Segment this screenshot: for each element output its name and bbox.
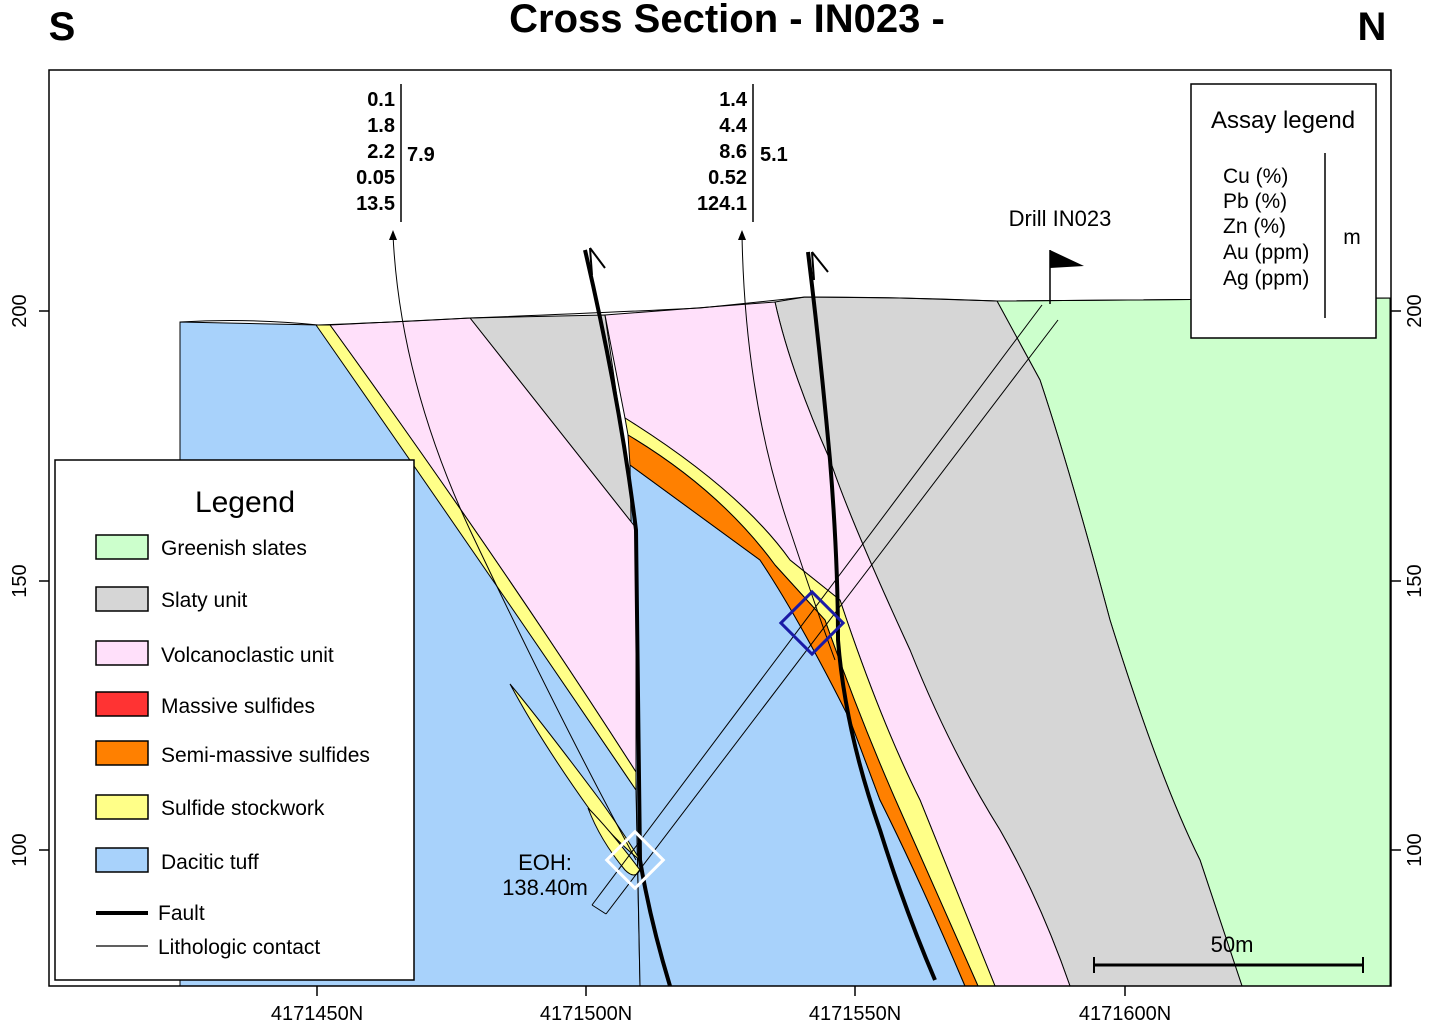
fault-west-arrow-icon <box>589 247 606 276</box>
assay-central-length: 5.1 <box>760 144 788 166</box>
drill-hole-trace <box>591 304 1059 915</box>
geology-units <box>179 296 1391 987</box>
section-title: Cross Section - IN023 - <box>509 0 945 41</box>
scale-bar: 50m <box>1093 932 1364 973</box>
legend-label-contact: Lithologic contact <box>158 936 320 959</box>
fault-west <box>583 249 672 987</box>
legend-label-fault: Fault <box>158 902 205 925</box>
drill-projection-west <box>392 234 637 861</box>
assay-west-cu: 0.1 <box>367 89 395 111</box>
assay-pointer-west <box>389 230 397 240</box>
assay-legend-cu: Cu (%) <box>1223 165 1288 188</box>
assay-legend: Assay legend Cu (%) Pb (%) Zn (%) Au (pp… <box>1190 83 1377 339</box>
legend-swatch-sulfide-stockwork <box>95 794 149 820</box>
legend-title: Legend <box>195 486 295 519</box>
y-axis-right <box>1391 310 1401 851</box>
legend-swatch-volcanoclastic-unit <box>95 640 149 666</box>
y-tick-label-left: 150 <box>9 564 31 597</box>
assay-west-pb: 1.8 <box>367 115 395 137</box>
assay-block-west: 0.1 1.8 2.2 0.05 13.5 7.9 <box>356 84 435 222</box>
assay-legend-zn: Zn (%) <box>1223 215 1286 238</box>
y-axis-left <box>39 310 49 851</box>
assay-west-zn: 2.2 <box>367 141 395 163</box>
legend-label-semi-massive-sulfides: Semi-massive sulfides <box>161 744 370 767</box>
legend-swatch-semi-massive-sulfides <box>95 740 149 766</box>
assay-west-au: 0.05 <box>356 167 395 189</box>
legend: Legend Greenish slates Slaty unit Volcan… <box>54 459 415 981</box>
end-of-hole-marker-white <box>604 829 666 891</box>
y-tick-label-left: 100 <box>9 833 31 866</box>
assay-legend-au: Au (ppm) <box>1223 241 1309 264</box>
legend-label-greenish-slates: Greenish slates <box>161 537 307 560</box>
assay-west-ag: 13.5 <box>356 193 395 215</box>
legend-label-dacitic-tuff: Dacitic tuff <box>161 851 259 874</box>
assay-pointer-central <box>738 230 746 240</box>
drill-flag-icon <box>1049 250 1084 304</box>
assay-legend-ag: Ag (ppm) <box>1223 267 1309 290</box>
unit-sulfide-stockwork-west <box>315 324 637 792</box>
legend-label-sulfide-stockwork: Sulfide stockwork <box>161 797 325 820</box>
topographic-surface <box>179 296 1391 326</box>
assay-pointer-arrows <box>389 230 746 240</box>
faults <box>583 249 937 987</box>
fault-central <box>806 251 937 981</box>
intersection-marker-blue <box>778 589 846 657</box>
lithologic-contacts <box>392 234 836 861</box>
x-tick-label: 4171550N <box>809 1003 901 1024</box>
drill-label: Drill IN023 <box>1009 206 1112 231</box>
legend-swatch-greenish-slates <box>95 534 149 560</box>
eoh-label: EOH: <box>518 850 572 875</box>
assay-central-pb: 4.4 <box>719 115 748 137</box>
fault-arrows <box>589 247 829 281</box>
assay-central-ag: 124.1 <box>697 193 747 215</box>
legend-label-massive-sulfides: Massive sulfides <box>161 695 315 718</box>
legend-swatch-massive-sulfides <box>95 691 149 717</box>
assay-legend-pb: Pb (%) <box>1223 190 1287 213</box>
legend-label-volcanoclastic-unit: Volcanoclastic unit <box>161 644 334 667</box>
y-tick-label-right: 200 <box>1404 294 1426 327</box>
scale-bar-label: 50m <box>1211 932 1254 957</box>
direction-south-label: S <box>49 5 76 49</box>
assay-central-au: 0.52 <box>708 167 747 189</box>
direction-north-label: N <box>1358 5 1387 49</box>
assay-legend-title: Assay legend <box>1211 107 1355 134</box>
legend-swatch-dacitic-tuff <box>95 847 149 873</box>
y-tick-label-right: 150 <box>1404 564 1426 597</box>
assay-west-length: 7.9 <box>407 144 435 166</box>
x-tick-label: 4171500N <box>540 1003 632 1024</box>
x-tick-label: 4171450N <box>271 1003 363 1024</box>
x-axis <box>316 986 1126 996</box>
legend-swatch-slaty-unit <box>95 586 149 612</box>
unit-semi-massive-sulfides <box>627 434 979 987</box>
assay-block-central: 1.4 4.4 8.6 0.52 124.1 5.1 <box>697 84 788 222</box>
plot-frame <box>48 69 1392 987</box>
assay-legend-unit: m <box>1343 226 1361 249</box>
drill-projection-central <box>741 234 836 661</box>
eoh-depth-label: 138.40m <box>502 875 588 900</box>
x-tick-label: 4171600N <box>1079 1003 1171 1024</box>
assay-central-zn: 8.6 <box>719 141 747 163</box>
legend-label-slaty-unit: Slaty unit <box>161 589 248 612</box>
assay-central-cu: 1.4 <box>719 89 748 111</box>
fault-central-arrow-icon <box>811 251 829 281</box>
y-tick-label-left: 200 <box>9 294 31 327</box>
y-tick-label-right: 100 <box>1404 833 1426 866</box>
